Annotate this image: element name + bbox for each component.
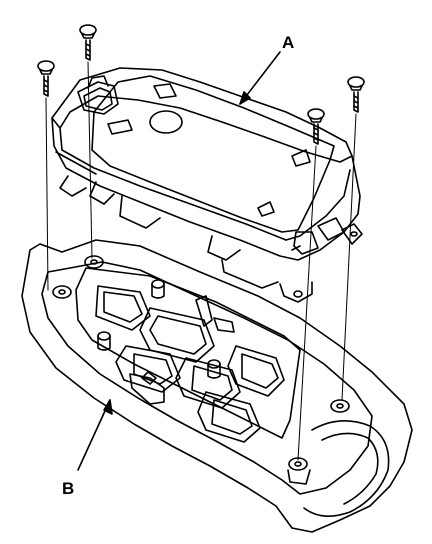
callout-label-b: B — [62, 479, 75, 498]
callout-label-a: A — [282, 33, 295, 52]
screw-3 — [297, 108, 325, 461]
armrest-panel-b — [21, 239, 413, 533]
screw-1 — [37, 60, 55, 291]
callout-arrow-a — [239, 51, 281, 105]
switch-assembly-a — [51, 67, 363, 303]
screw-4 — [341, 76, 365, 401]
callout-arrow-b — [77, 399, 113, 471]
screw-2 — [79, 24, 97, 259]
